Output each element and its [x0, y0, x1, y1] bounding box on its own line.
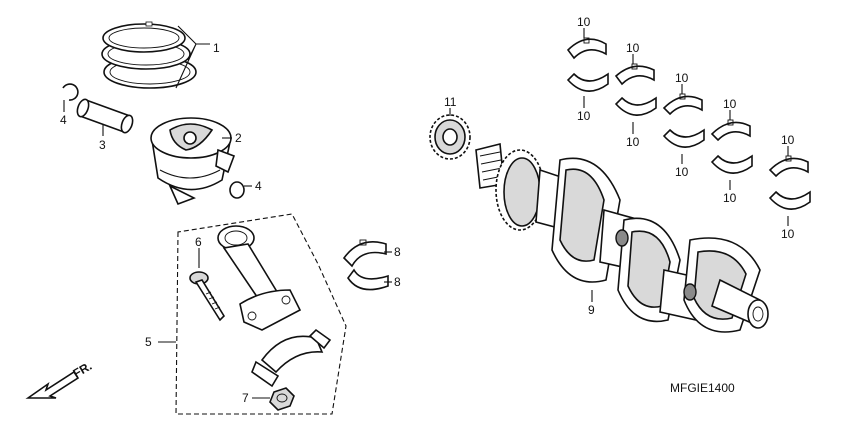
callout-10-b1-bottom: 10 — [577, 109, 591, 123]
callout-10-b4-top: 10 — [723, 97, 737, 111]
callout-8-lower: 8 — [394, 275, 401, 289]
piston[interactable] — [150, 117, 236, 206]
callout-8-upper: 8 — [394, 245, 401, 259]
diagram-code: MFGIE1400 — [670, 381, 735, 395]
callout-7: 7 — [242, 391, 249, 405]
crankshaft[interactable] — [475, 142, 769, 333]
piston-pin-clip-right[interactable] — [229, 181, 245, 199]
rod-nut[interactable] — [269, 387, 295, 411]
front-direction-arrow-icon — [25, 370, 80, 399]
main-bearing-2[interactable] — [614, 63, 657, 116]
callout-10-b2-top: 10 — [626, 41, 640, 55]
main-bearing-4[interactable] — [710, 119, 753, 174]
callout-10-b5-top: 10 — [781, 133, 795, 147]
rod-bearing-upper[interactable] — [342, 239, 387, 268]
callout-4-left: 4 — [60, 113, 67, 127]
gear[interactable] — [429, 114, 471, 160]
callout-10-b4-bottom: 10 — [723, 191, 737, 205]
callout-3: 3 — [99, 138, 106, 152]
callout-10-b3-top: 10 — [675, 71, 689, 85]
callout-10-b5-bottom: 10 — [781, 227, 795, 241]
callout-2: 2 — [235, 131, 242, 145]
piston-pin[interactable] — [75, 98, 135, 134]
callout-6: 6 — [195, 235, 202, 249]
piston-pin-clip-left[interactable] — [62, 83, 79, 101]
main-bearing-5[interactable] — [768, 155, 811, 210]
callout-10-b2-bottom: 10 — [626, 135, 640, 149]
callout-10-b3-bottom: 10 — [675, 165, 689, 179]
connecting-rod[interactable] — [217, 225, 302, 331]
main-bearing-1[interactable] — [566, 37, 609, 92]
rod-bolt[interactable] — [189, 271, 226, 322]
piston-rings[interactable] — [101, 21, 197, 89]
callout-9: 9 — [588, 303, 595, 317]
callout-4-right: 4 — [255, 179, 262, 193]
callout-5: 5 — [145, 335, 152, 349]
callout-1: 1 — [213, 41, 220, 55]
rod-cap[interactable] — [251, 328, 332, 388]
main-bearing-3[interactable] — [662, 93, 705, 148]
callout-11: 11 — [444, 95, 457, 109]
rod-bearing-lower[interactable] — [347, 268, 389, 291]
callout-10-b1-top: 10 — [577, 15, 591, 29]
